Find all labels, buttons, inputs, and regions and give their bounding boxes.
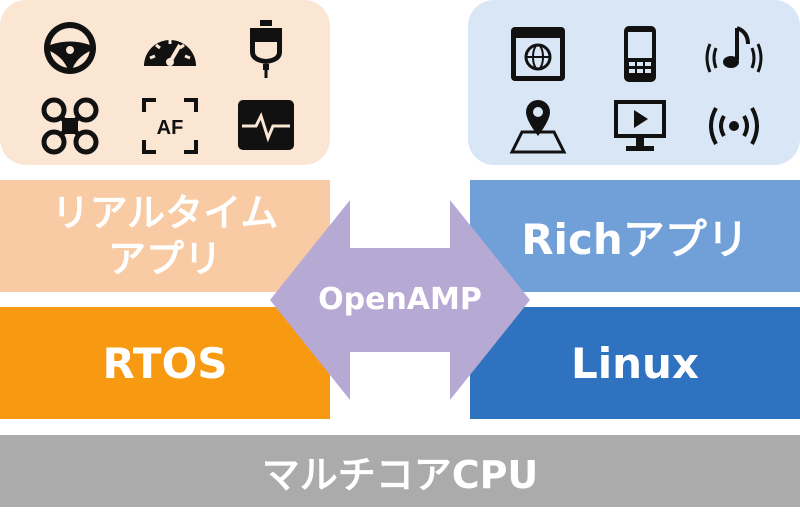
realtime-app-block: リアルタイム アプリ xyxy=(0,180,330,292)
heart-monitor-icon xyxy=(236,96,296,156)
multicore-cpu-block: マルチコアCPU xyxy=(0,435,800,507)
rich-icon-panel xyxy=(468,0,800,165)
linux-label: Linux xyxy=(570,338,700,388)
realtime-app-label-line1: リアルタイム xyxy=(51,191,279,235)
iv-drip-icon xyxy=(236,18,296,78)
rtos-block: RTOS xyxy=(0,307,330,419)
wireless-signal-icon xyxy=(704,96,764,156)
multicore-cpu-label: マルチコアCPU xyxy=(261,452,539,497)
realtime-icon-panel: AF xyxy=(0,0,330,165)
drone-icon xyxy=(40,96,100,156)
map-pin-icon xyxy=(508,96,568,156)
realtime-app-label-line2: アプリ xyxy=(107,237,222,281)
steering-wheel-icon xyxy=(40,18,100,78)
music-sound-icon xyxy=(704,22,764,82)
openamp-arrow-shape xyxy=(270,200,530,400)
openamp-label: OpenAMP xyxy=(318,282,482,317)
rich-app-label: Richアプリ xyxy=(521,214,749,264)
mobile-phone-icon xyxy=(610,24,670,84)
linux-block: Linux xyxy=(470,307,800,419)
browser-globe-icon xyxy=(508,24,568,84)
rtos-label: RTOS xyxy=(102,338,228,388)
rich-app-block: Richアプリ xyxy=(470,180,800,292)
autofocus-label: AF xyxy=(157,117,184,139)
speedometer-icon xyxy=(140,18,200,78)
openamp-double-arrow xyxy=(270,190,530,410)
video-display-icon xyxy=(610,96,670,156)
autofocus-icon: AF xyxy=(140,96,200,156)
